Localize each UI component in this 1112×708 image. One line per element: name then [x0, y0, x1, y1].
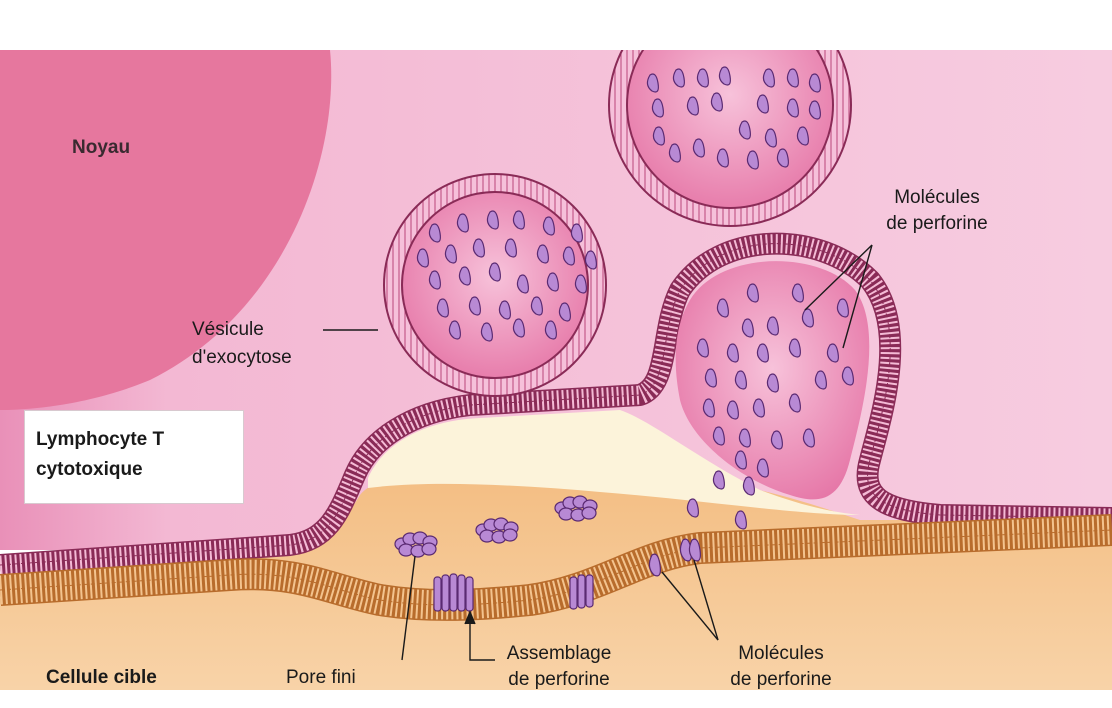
- label-perforin-top-line2: de perforine: [862, 212, 1012, 236]
- channel-small: [570, 575, 593, 609]
- label-lymphocyte-line2: cytotoxique: [36, 458, 143, 482]
- label-vesicle-line2: d'exocytose: [192, 346, 292, 370]
- label-vesicle-line1: Vésicule: [192, 318, 264, 342]
- label-nucleus: Noyau: [72, 136, 130, 160]
- label-assembly-line1: Assemblage: [484, 642, 634, 666]
- label-target-cell: Cellule cible: [46, 666, 157, 690]
- label-perforin-bottom-line2: de perforine: [706, 668, 856, 692]
- label-assembly-line2: de perforine: [484, 668, 634, 692]
- label-perforin-top-line1: Molécules: [862, 186, 1012, 210]
- label-pore: Pore fini: [286, 666, 356, 690]
- channel-large: [434, 574, 473, 611]
- vesicle-exocytosis: [383, 173, 607, 397]
- label-lymphocyte-line1: Lymphocyte T: [36, 428, 164, 452]
- label-perforin-bottom-line1: Molécules: [706, 642, 856, 666]
- lymphocyte-label-box: [24, 410, 244, 504]
